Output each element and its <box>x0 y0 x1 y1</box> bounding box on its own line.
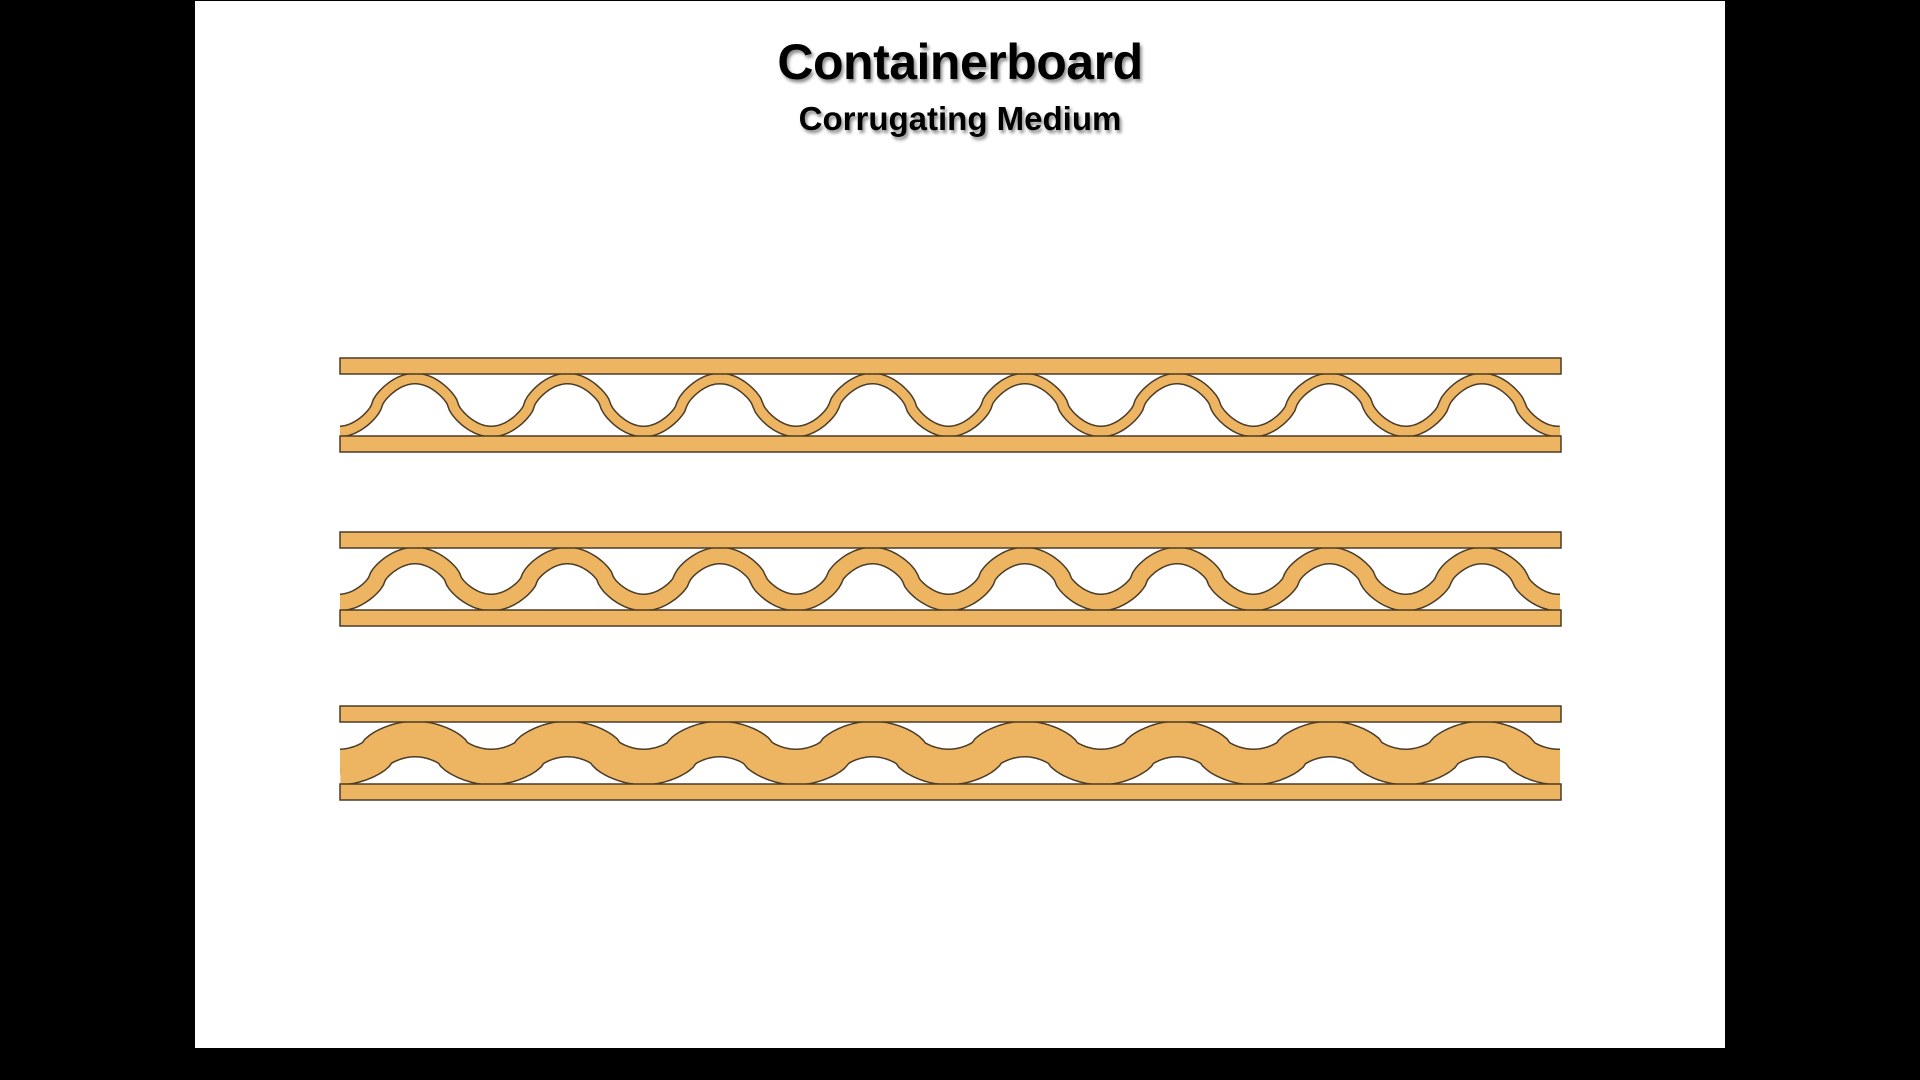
top-liner <box>339 705 1562 723</box>
slide-subtitle: Corrugating Medium <box>798 100 1122 137</box>
corrugated-board-medium-medium <box>339 531 1562 627</box>
corrugated-board-thick-medium <box>339 705 1562 801</box>
corrugated-board-thin-medium <box>339 357 1562 453</box>
top-liner <box>339 531 1562 549</box>
corrugating-medium <box>340 722 1560 784</box>
slide-title: Containerboard <box>777 34 1143 90</box>
top-liner <box>339 357 1562 375</box>
corrugating-medium <box>340 548 1560 610</box>
bottom-liner <box>339 783 1562 801</box>
corrugating-medium <box>340 374 1561 436</box>
bottom-liner <box>339 609 1562 627</box>
bottom-liner <box>339 435 1562 453</box>
slide: Containerboard Corrugating Medium <box>195 1 1725 1048</box>
